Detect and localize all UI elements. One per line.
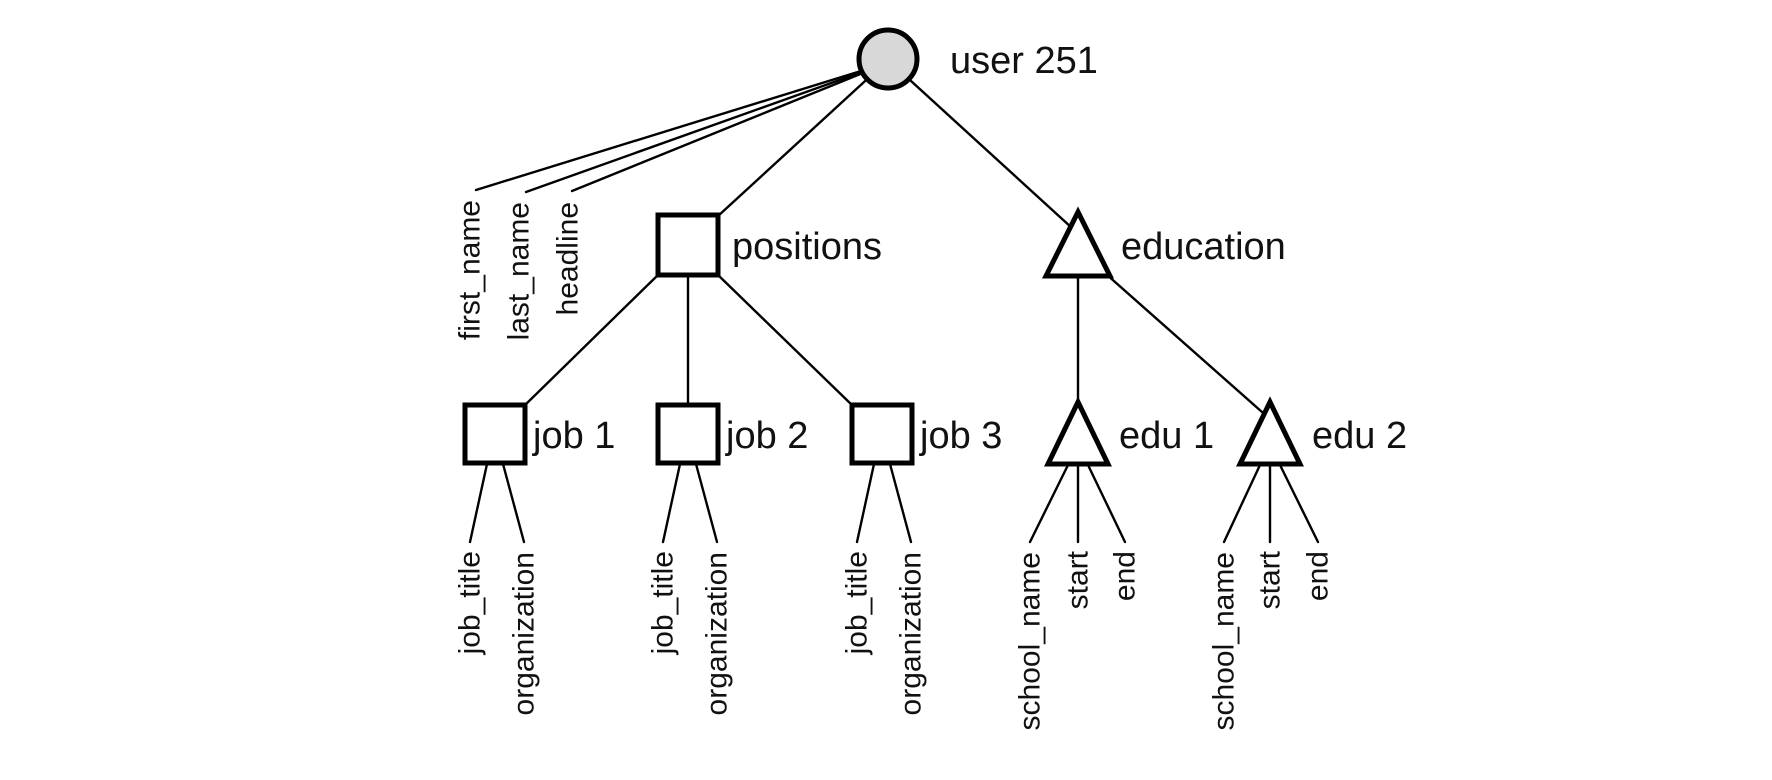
root-attr-last-name-label: last_name: [503, 202, 536, 340]
edu-1-attr-school-name-label: school_name: [1014, 552, 1047, 730]
edge-job-2-job-title: [661, 462, 682, 544]
edu-1-attr-start-label: start: [1062, 550, 1095, 609]
positions-node-label: positions: [732, 226, 882, 268]
edu-2-attr-school-name-label: school_name: [1208, 552, 1241, 730]
edge-job-1-job-title: [468, 462, 489, 544]
edge-job-2-organization: [694, 462, 719, 544]
edu-2-node-label: edu 2: [1312, 415, 1407, 457]
job-3-attr-job-title-label: job_title: [841, 551, 874, 655]
edge-positions-job-3: [715, 272, 855, 408]
job-1-node-square: [462, 402, 528, 466]
education-node-label: education: [1121, 226, 1286, 268]
node-labels: user 251 positions education job 1 job 2…: [532, 40, 1407, 457]
job-3-node-label: job 3: [919, 415, 1002, 457]
edge-job-1-organization: [501, 462, 526, 544]
edge-root-education: [886, 58, 1074, 230]
job-1-attr-job-title-label: job_title: [454, 551, 487, 655]
edu-1-node-triangle: [1044, 396, 1112, 467]
job-2-attr-job-title-label: job_title: [647, 551, 680, 655]
edge-job-3-job-title: [855, 462, 876, 544]
edge-edu-1-end: [1086, 463, 1127, 544]
edu-2-attr-end-label: end: [1302, 551, 1335, 601]
edge-education-edu-2: [1104, 272, 1264, 414]
edges: [468, 58, 1320, 544]
root-node-label: user 251: [950, 40, 1098, 82]
root-attr-headline-label: headline: [552, 202, 585, 315]
edge-root-positions: [716, 58, 890, 218]
edu-2-attr-start-label: start: [1254, 550, 1287, 609]
job-3-attr-organization-label: organization: [895, 552, 928, 715]
positions-node-square: [655, 212, 721, 278]
job-3-node-square: [849, 402, 915, 466]
edu-2-node-triangle: [1236, 396, 1304, 467]
edge-edu-2-school-name: [1222, 463, 1262, 544]
nodes: [462, 27, 1304, 467]
edge-positions-job-1: [522, 272, 661, 408]
job-2-attr-organization-label: organization: [701, 552, 734, 715]
job-2-node-label: job 2: [725, 415, 808, 457]
job-2-node-square: [655, 402, 721, 466]
root-node-circle: [856, 27, 920, 91]
edge-root-first-name: [474, 60, 892, 192]
root-attr-first-name-label: first_name: [454, 200, 487, 340]
edu-1-attr-end-label: end: [1109, 551, 1142, 601]
edge-edu-1-school-name: [1028, 463, 1070, 544]
edu-1-node-label: edu 1: [1119, 415, 1214, 457]
job-1-node-label: job 1: [532, 415, 615, 457]
edge-edu-2-end: [1278, 463, 1320, 544]
attribute-labels: first_name last_name headline job_title …: [454, 200, 1335, 730]
edge-root-headline: [570, 60, 892, 193]
education-node-triangle: [1041, 206, 1115, 279]
edge-root-last-name: [524, 60, 892, 194]
edge-job-3-organization: [888, 462, 913, 544]
job-1-attr-organization-label: organization: [508, 552, 541, 715]
